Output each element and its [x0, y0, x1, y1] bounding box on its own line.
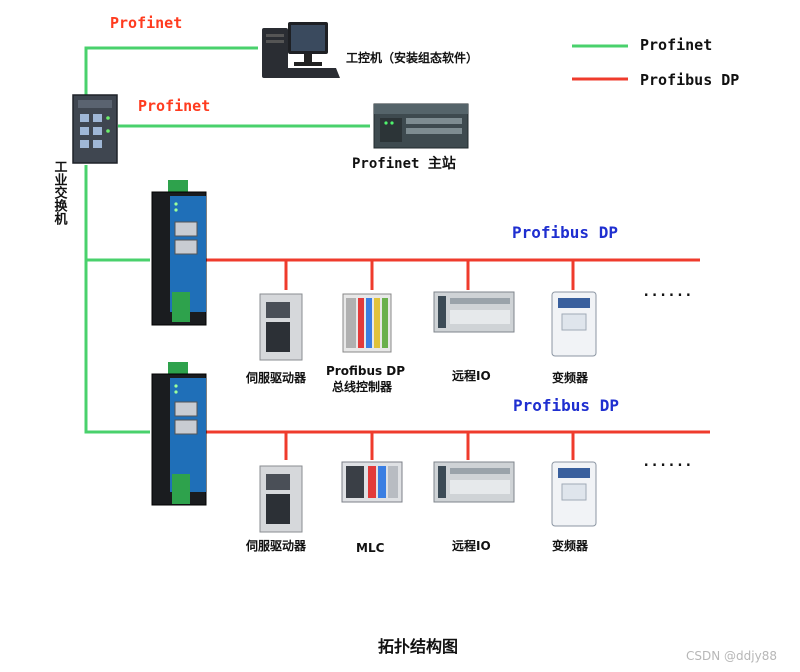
- profinet-master-label: Profinet 主站: [352, 155, 456, 172]
- switch-label: 工业交换机: [52, 160, 68, 226]
- profibus-bus-2: [206, 430, 710, 460]
- row2-remote-io-label: 远程IO: [452, 538, 491, 553]
- row2-mlc-label: MLC: [356, 541, 385, 555]
- row2-inverter-icon: [551, 461, 597, 527]
- industrial-pc-label: 工控机（安装组态软件）: [346, 50, 478, 65]
- row1-servo-label: 伺服驱动器: [245, 370, 307, 385]
- profibus-bus-1: [206, 258, 700, 290]
- row1-inverter-icon: [551, 291, 597, 357]
- profinet-wires: [84, 46, 370, 434]
- row1-controller-label-1: Profibus DP: [326, 364, 405, 378]
- row2-servo-drive-icon: [259, 465, 303, 533]
- row2-mlc-icon: [341, 461, 403, 503]
- legend-label-profibus: Profibus DP: [640, 71, 739, 89]
- profinet-trunk: [84, 165, 150, 434]
- svg-text:工业交换机: 工业交换机: [52, 160, 68, 226]
- profinet-master-plc-icon: [373, 103, 469, 149]
- ellipsis-row1: ......: [642, 284, 693, 300]
- row2-remote-io-icon: [433, 461, 515, 503]
- watermark: CSDN @ddjy88: [686, 649, 777, 663]
- profinet-label-top: Profinet: [110, 14, 182, 32]
- row1-remote-io-icon: [433, 291, 515, 333]
- row2-inverter-label: 变频器: [552, 538, 589, 553]
- row1-servo-drive-icon: [259, 293, 303, 361]
- ellipsis-row2: ......: [642, 454, 693, 470]
- profinet-label-mid: Profinet: [138, 97, 210, 115]
- row1-bus-controller-icon: [342, 293, 392, 353]
- row1-controller-label-2: 总线控制器: [332, 379, 393, 394]
- row1-inverter-label: 变频器: [552, 370, 589, 385]
- profibus-label-2: Profibus DP: [513, 396, 619, 415]
- row2-servo-label: 伺服驱动器: [245, 538, 307, 553]
- legend-label-profinet: Profinet: [640, 36, 712, 54]
- gateway-1-icon: [151, 180, 207, 326]
- profibus-label-1: Profibus DP: [512, 223, 618, 242]
- industrial-pc-icon: [262, 22, 340, 78]
- gateway-2-icon: [151, 362, 207, 506]
- legend: Profinet Profibus DP: [572, 36, 739, 89]
- industrial-switch-icon: [72, 94, 118, 164]
- row1-remote-io-label: 远程IO: [452, 368, 491, 383]
- diagram-caption: 拓扑结构图: [378, 637, 458, 656]
- profinet-wire-pc: [84, 46, 258, 95]
